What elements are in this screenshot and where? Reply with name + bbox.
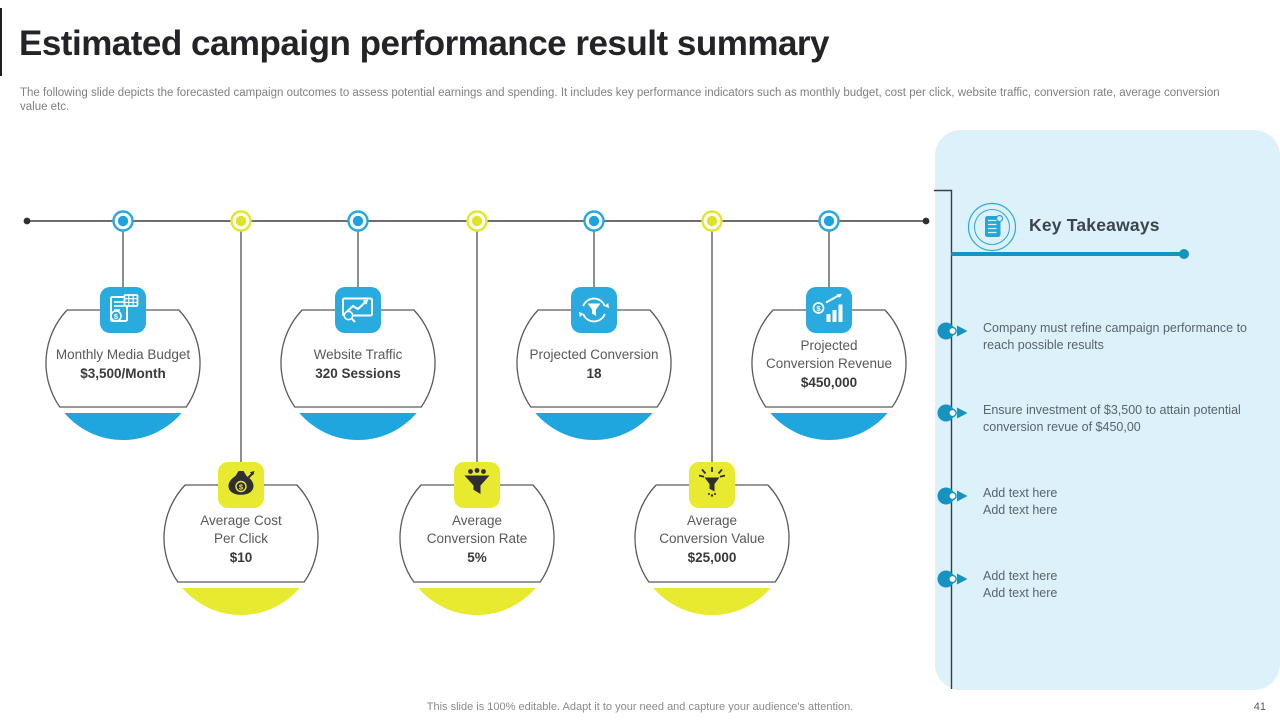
node-value: $25,000 (687, 549, 737, 565)
kpi-node-average-conversion-value: Average Conversion Value $25,000 (627, 453, 797, 623)
key-takeaways-title: Key Takeaways (1029, 215, 1160, 235)
page-number: 41 (1253, 701, 1266, 713)
takeaway-item: Company must refine campaign performance… (936, 320, 1256, 353)
node-value: $10 (229, 549, 253, 565)
node-label: Projected Conversion (529, 346, 659, 362)
node-shape (751, 309, 907, 441)
node-shape (163, 484, 319, 616)
node-value: 5% (467, 549, 487, 565)
money-bag-icon: $ (218, 462, 264, 508)
node-shape (634, 484, 790, 616)
slide-footer-note: This slide is 100% editable. Adapt it to… (426, 701, 854, 713)
bullet-arrow-icon (937, 570, 968, 588)
key-takeaways-underline (951, 252, 1183, 256)
svg-text:$: $ (816, 304, 821, 313)
svg-text:$: $ (114, 312, 119, 321)
node-label: Website Traffic (313, 346, 403, 362)
kpi-node-average-conversion-rate: Average Conversion Rate 5% (392, 453, 562, 623)
takeaway-item: Add text here Add text here (936, 568, 1256, 601)
notebook-icon (966, 201, 1018, 253)
takeaway-text: Company must refine campaign performance… (983, 321, 1248, 352)
slide-subtitle: The following slide depicts the forecast… (20, 87, 1220, 113)
node-shape (516, 309, 672, 441)
revenue-bars-icon: $ (806, 287, 852, 333)
node-label: Average Conversion Rate (426, 512, 528, 546)
budget-calculator-icon: $ (100, 287, 146, 333)
node-label: Monthly Media Budget (55, 346, 191, 362)
node-label: Projected Conversion Revenue (765, 337, 893, 371)
node-value: $3,500/Month (80, 365, 166, 381)
takeaway-text: Add text here Add text here (983, 486, 1058, 517)
timeline-dot-blue (112, 210, 840, 232)
takeaway-item: Ensure investment of $3,500 to attain po… (936, 402, 1256, 435)
node-shape (399, 484, 555, 616)
timeline-dot-yellow (230, 210, 723, 232)
spark-funnel-icon (689, 462, 735, 508)
takeaway-text: Ensure investment of $3,500 to attain po… (983, 403, 1241, 434)
underline-end-dot (1179, 249, 1189, 259)
node-value: $450,000 (800, 374, 858, 390)
svg-text:$: $ (239, 482, 244, 491)
takeaway-item: Add text here Add text here (936, 485, 1256, 518)
node-label: Average Cost Per Click (200, 512, 282, 546)
kpi-node-average-cost-per-click: $ Average Cost Per Click $10 (156, 453, 326, 623)
node-value: 18 (586, 365, 602, 381)
conversion-sync-funnel-icon (571, 287, 617, 333)
node-shape (280, 309, 436, 441)
traffic-analytics-icon (335, 287, 381, 333)
bullet-arrow-icon (937, 404, 968, 422)
kpi-node-projected-conversion-revenue: $ Projected Conversion Revenue $450,000 (744, 278, 914, 448)
left-accent-bar (0, 8, 2, 76)
bullet-arrow-icon (937, 487, 968, 505)
takeaway-text: Add text here Add text here (983, 569, 1058, 600)
audience-funnel-icon (454, 462, 500, 508)
node-value: 320 Sessions (315, 365, 401, 381)
node-shape (45, 309, 201, 441)
kpi-node-monthly-media-budget: $ Monthly Media Budget $3,500/Month (38, 278, 208, 448)
kpi-node-website-traffic: Website Traffic 320 Sessions (273, 278, 443, 448)
kpi-node-projected-conversion: Projected Conversion 18 (509, 278, 679, 448)
node-label: Average Conversion Value (659, 512, 765, 546)
bullet-arrow-icon (937, 322, 968, 340)
page-title: Estimated campaign performance result su… (19, 24, 830, 63)
